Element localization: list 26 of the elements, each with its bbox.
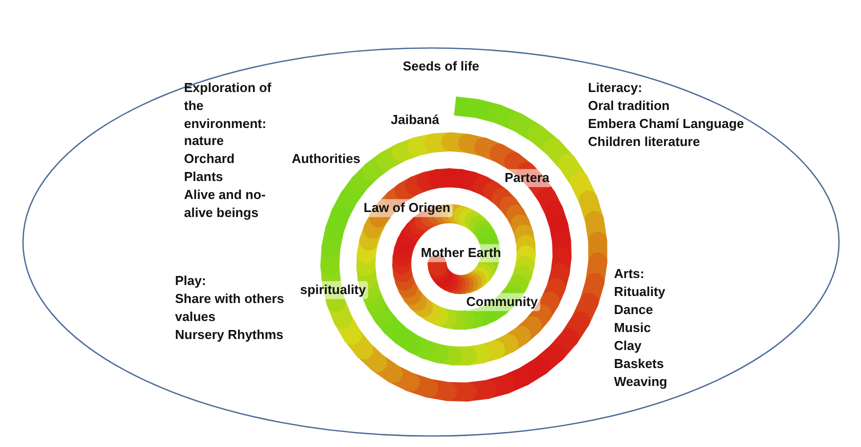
list-text: Play: — [175, 272, 206, 290]
heading-text: Seeds of life — [402, 58, 480, 74]
list-text: Exploration of the environment: — [184, 79, 272, 132]
spiral-label: Partera — [502, 169, 552, 187]
list-text: Alive and no-alive beings — [184, 186, 267, 222]
list-text: Children literature — [588, 133, 700, 151]
spiral-label: Mother Earth — [418, 244, 504, 262]
list-text: Plants — [184, 168, 224, 186]
spiral-label: spirituality — [298, 281, 368, 299]
list-text: Dance — [614, 301, 654, 319]
list-text: Music — [614, 319, 651, 337]
list-text: Share with others values — [175, 290, 286, 326]
list-text: Orchard — [184, 150, 236, 168]
list-text: Clay — [614, 337, 642, 355]
list-text: Rituality — [614, 283, 666, 301]
ellipse-outline — [22, 47, 840, 437]
spiral-label: Law of Origen — [362, 199, 452, 217]
list-text: Arts: — [614, 265, 644, 283]
list-text: Literacy: — [588, 79, 642, 97]
spiral-label: Community — [464, 293, 540, 311]
list-text: Weaving — [614, 373, 668, 391]
list-text: Oral tradition — [588, 97, 670, 115]
list-text: Embera Chamí Language — [588, 115, 744, 133]
list-text: nature — [184, 132, 225, 150]
list-text: Baskets — [614, 355, 664, 373]
list-text: Nursery Rhythms — [175, 326, 284, 344]
